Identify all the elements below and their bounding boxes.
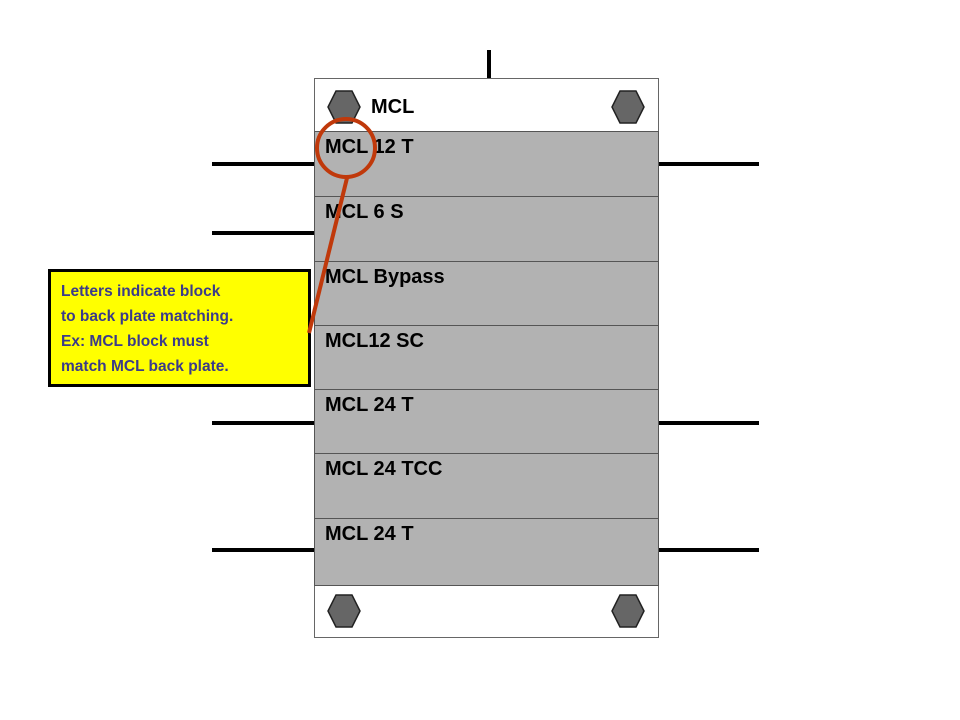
bolt-icon	[327, 594, 361, 628]
terminal-block: MCL 24 TCC	[314, 453, 659, 519]
left-rail-2	[212, 231, 314, 235]
block-label: MCL 24 T	[325, 394, 414, 416]
block-label: MCL 6 S	[325, 201, 404, 223]
block-label: MCL 24 TCC	[325, 458, 443, 480]
callout-text-line: match MCL back plate.	[61, 358, 229, 375]
bolt-icon	[327, 90, 361, 124]
block-label: MCL 24 T	[325, 523, 414, 545]
top-feed-wire	[487, 50, 491, 78]
left-rail-4	[212, 548, 314, 552]
callout-box: Letters indicate block to back plate mat…	[48, 269, 311, 387]
block-label: MCL Bypass	[325, 266, 445, 288]
right-rail-2	[659, 421, 759, 425]
terminal-block: MCL 24 T	[314, 389, 659, 454]
right-rail-3	[659, 548, 759, 552]
bolt-icon	[611, 90, 645, 124]
back-plate-label: MCL	[371, 96, 415, 118]
terminal-block: MCL 6 S	[314, 196, 659, 262]
callout-text-line: Letters indicate block	[61, 283, 221, 300]
highlight-circle	[315, 117, 377, 179]
terminal-block: MCL 24 T	[314, 518, 659, 586]
left-rail-3	[212, 421, 314, 425]
callout-pointer-line	[307, 177, 349, 334]
terminal-block: MCL Bypass	[314, 261, 659, 326]
terminal-block: MCL12 SC	[314, 325, 659, 390]
block-label: MCL 12 T	[325, 136, 414, 158]
block-label: MCL12 SC	[325, 330, 424, 352]
callout-text-line: Ex: MCL block must	[61, 333, 209, 350]
left-rail-1	[212, 162, 314, 166]
callout-text-line: to back plate matching.	[61, 308, 234, 325]
bolt-icon	[611, 594, 645, 628]
right-rail-1	[659, 162, 759, 166]
